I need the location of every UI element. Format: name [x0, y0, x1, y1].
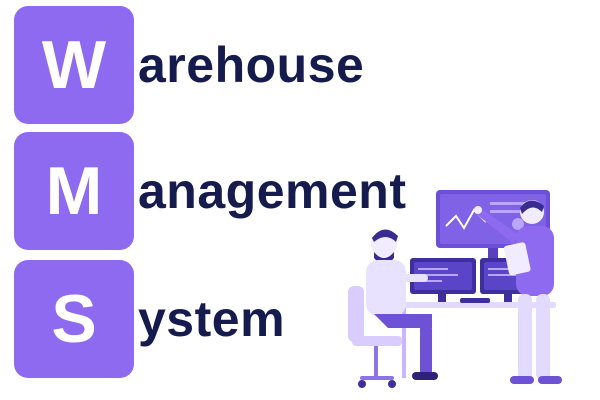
letter-tile-w: W [14, 6, 134, 124]
word-anagement: anagement [138, 163, 407, 219]
person-sitting-icon [366, 229, 438, 380]
letter-tile-m: M [14, 132, 134, 250]
office-illustration [348, 190, 562, 388]
word-arehouse: arehouse [138, 37, 365, 93]
wms-row-system: S ystem [14, 260, 454, 378]
person-standing-icon [474, 200, 562, 384]
wms-row-warehouse: W arehouse [14, 6, 454, 124]
wms-row-management: M anagement [14, 132, 454, 250]
desk-monitor-left [410, 258, 476, 302]
word-ystem: ystem [138, 291, 286, 347]
letter-tile-s: S [14, 260, 134, 378]
chair-icon [348, 286, 402, 388]
